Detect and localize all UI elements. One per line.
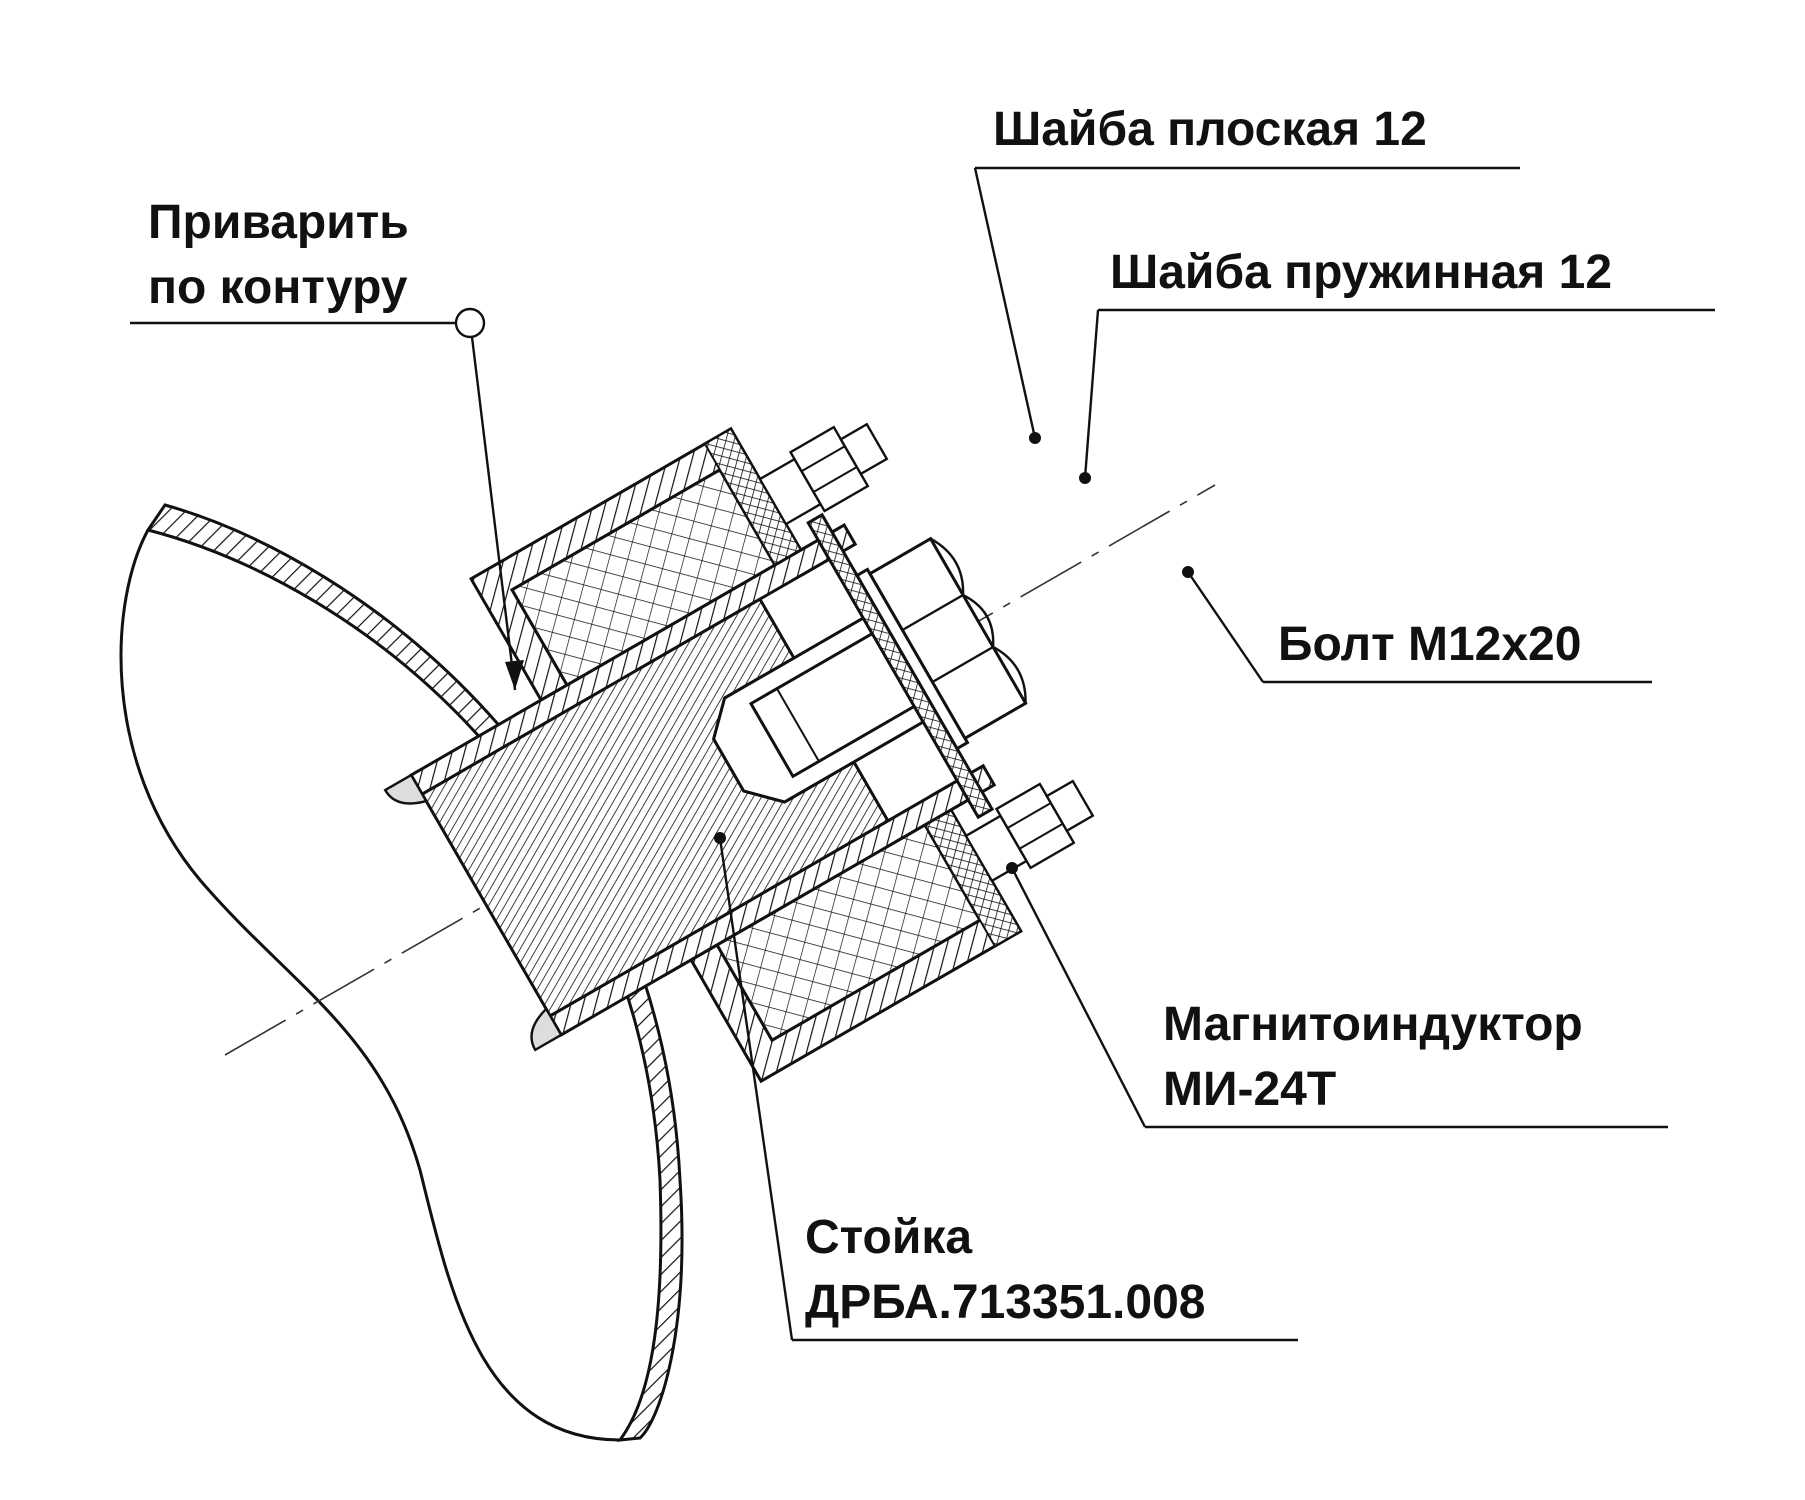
stand-label-line2: ДРБА.713351.008 bbox=[805, 1276, 1205, 1329]
flat-washer-label: Шайба плоская 12 bbox=[993, 103, 1427, 156]
weld-label-line1: Приварить bbox=[148, 196, 409, 249]
flat-washer-dot bbox=[1029, 432, 1041, 444]
weld-symbol bbox=[454, 307, 486, 339]
inductor-label-line2: МИ-24Т bbox=[1163, 1063, 1336, 1116]
weld-label-line2: по контуру bbox=[148, 261, 408, 314]
bolt-leader bbox=[1187, 571, 1264, 683]
weld-seam-upper bbox=[383, 773, 428, 805]
stand-leader bbox=[718, 837, 794, 1341]
inductor-dot bbox=[1006, 862, 1018, 874]
stand-dot bbox=[714, 832, 726, 844]
inductor-label-line1: Магнитоиндуктор bbox=[1163, 998, 1583, 1051]
bolt-dot bbox=[1182, 566, 1194, 578]
weld-leader bbox=[470, 336, 517, 691]
sensor-assembly bbox=[383, 422, 1095, 1084]
spring-washer-dot bbox=[1079, 472, 1091, 484]
bolt-label: Болт М12х20 bbox=[1278, 618, 1581, 671]
spring-washer-label: Шайба пружинная 12 bbox=[1110, 246, 1612, 299]
leader-lines bbox=[130, 166, 1715, 1342]
inductor-leader bbox=[1010, 867, 1147, 1128]
bolt-head bbox=[867, 536, 1028, 741]
leader-dots bbox=[505, 432, 1194, 874]
weld-seam-lower bbox=[530, 1006, 563, 1052]
flat-washer-leader bbox=[973, 167, 1037, 439]
spring-washer-leader bbox=[1083, 309, 1100, 479]
weld-arrowhead bbox=[505, 660, 524, 690]
upper-screw bbox=[758, 422, 889, 526]
stand-label-line1: Стойка bbox=[805, 1211, 972, 1264]
